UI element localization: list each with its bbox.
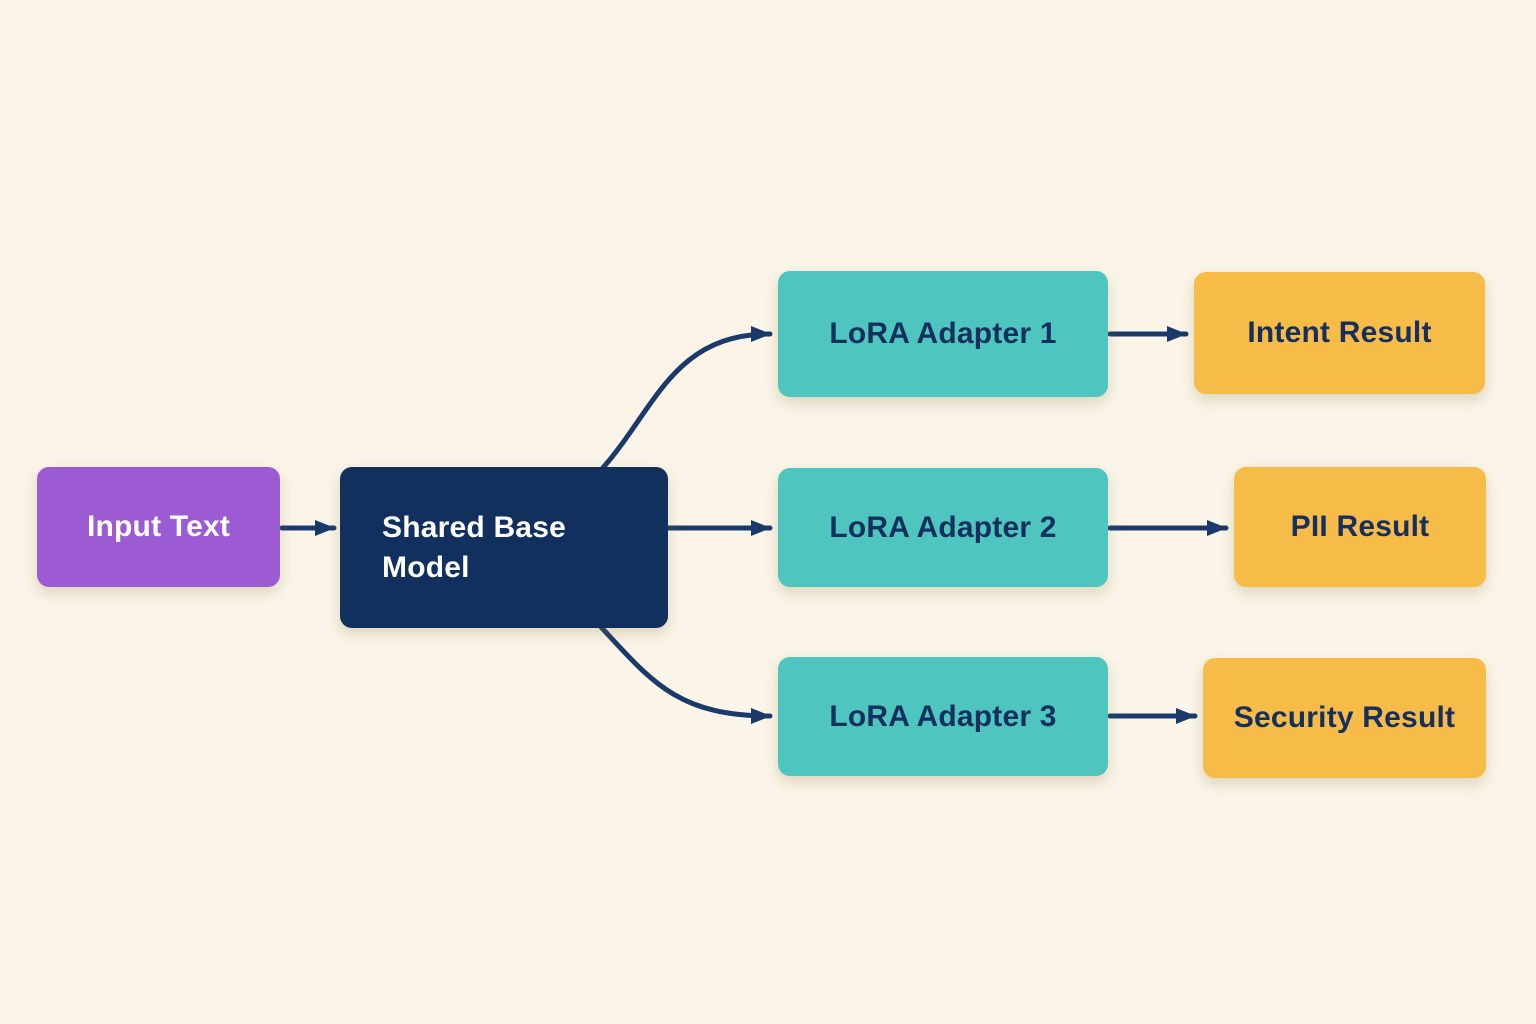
node-lora-adapter-2: LoRA Adapter 2 xyxy=(778,468,1108,587)
node-intent-result-label: Intent Result xyxy=(1247,316,1432,349)
node-lora-adapter-1-label: LoRA Adapter 1 xyxy=(829,317,1057,350)
node-security-result: Security Result xyxy=(1203,658,1486,778)
node-input-text-label: Input Text xyxy=(86,510,231,543)
node-lora-adapter-3: LoRA Adapter 3 xyxy=(778,657,1108,776)
node-pii-result: PII Result xyxy=(1234,467,1486,587)
node-input-text: Input Text xyxy=(37,467,280,587)
node-security-result-label: Security Result xyxy=(1233,701,1456,734)
node-pii-result-label: PII Result xyxy=(1290,510,1430,543)
node-shared-base-model-label: Shared Base Model xyxy=(382,510,566,584)
node-lora-adapter-2-label: LoRA Adapter 2 xyxy=(829,510,1057,544)
edge-base-to-adapter3 xyxy=(598,624,773,724)
node-shared-base-model: Shared Base Model xyxy=(340,467,668,628)
node-lora-adapter-1: LoRA Adapter 1 xyxy=(778,271,1108,397)
node-intent-result: Intent Result xyxy=(1194,272,1485,394)
node-lora-adapter-3-label: LoRA Adapter 3 xyxy=(829,699,1057,733)
edge-base-to-adapter1 xyxy=(598,326,773,473)
